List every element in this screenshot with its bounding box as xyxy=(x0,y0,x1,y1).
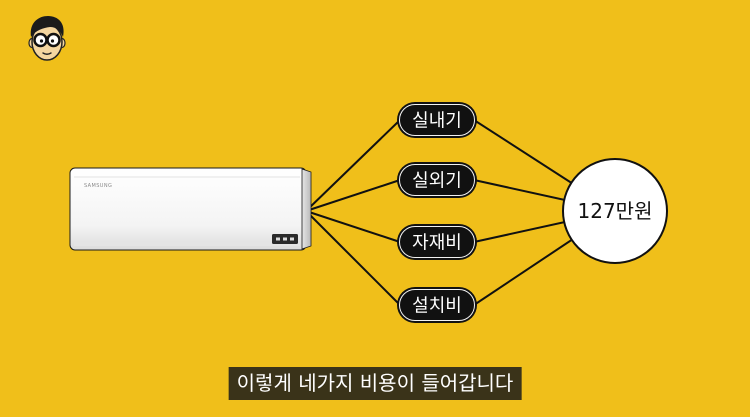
cost-item-materials: 자재비 xyxy=(397,224,477,260)
total-cost-value: 127만원 xyxy=(578,199,653,223)
cost-item-label: 자재비 xyxy=(412,233,462,254)
cartoon-face-with-glasses-icon xyxy=(28,16,66,61)
connector-lines-left xyxy=(305,119,401,306)
connector-line xyxy=(305,210,401,306)
cost-item-indoor-unit: 실내기 xyxy=(397,102,477,138)
cost-item-outdoor-unit: 실외기 xyxy=(397,162,477,198)
air-conditioner-indoor-unit-icon: SAMSUNG xyxy=(69,167,312,251)
total-cost-circle: 127만원 xyxy=(562,158,668,264)
connector-line xyxy=(305,119,401,212)
cost-item-label: 설치비 xyxy=(412,296,462,317)
subtitle-caption: 이렇게 네가지 비용이 들어갑니다 xyxy=(228,367,522,400)
cost-item-label: 실외기 xyxy=(412,171,462,192)
brand-logo: SAMSUNG xyxy=(84,183,112,189)
cost-item-installation: 설치비 xyxy=(397,287,477,323)
connector-line xyxy=(305,179,401,212)
cost-item-label: 실내기 xyxy=(412,111,462,132)
connector-line xyxy=(305,210,401,243)
